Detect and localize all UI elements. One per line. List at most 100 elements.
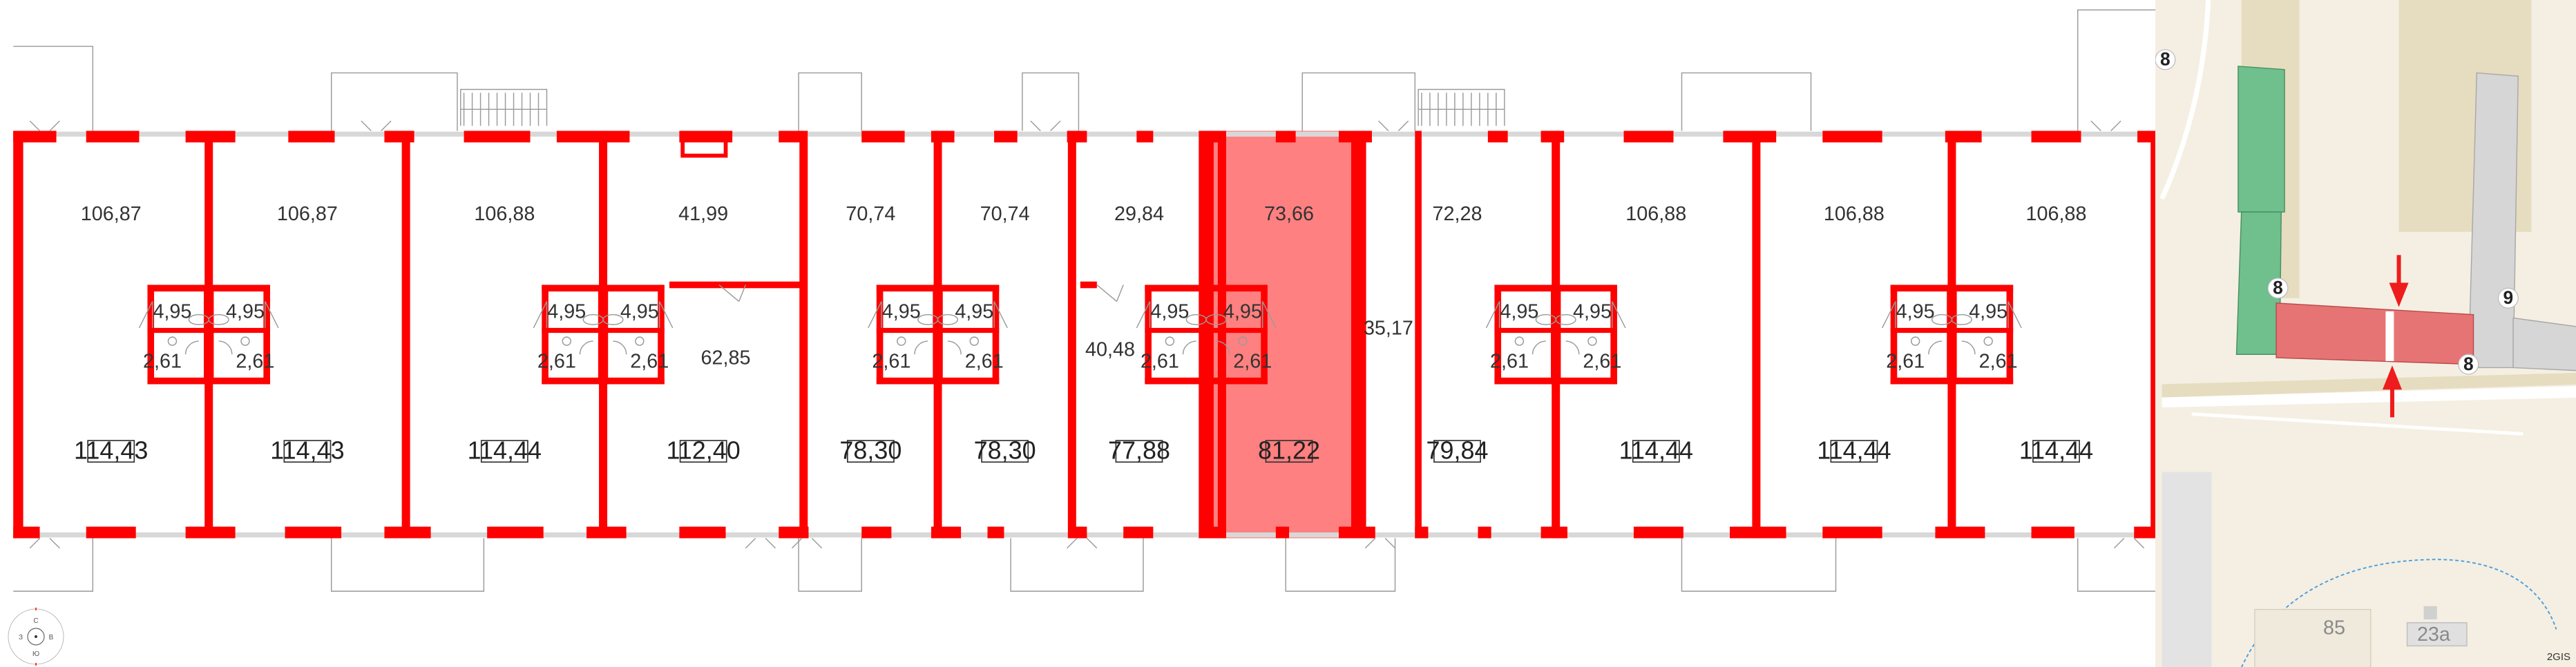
bath-area-label: 4,95 xyxy=(955,301,993,323)
plan-outline-right-lower xyxy=(2077,538,2155,592)
bath-block-side-wall xyxy=(1494,284,1502,385)
wc-area-label: 2,61 xyxy=(1233,350,1272,372)
room-area-label: 106,88 xyxy=(1625,203,1686,225)
exterior-wall-pier xyxy=(1822,526,1882,539)
facade-door-swing xyxy=(2113,538,2145,549)
exterior-wall-pier xyxy=(288,130,335,143)
wc-fixture xyxy=(240,336,250,346)
corridor-area-label: 35,17 xyxy=(1364,317,1413,339)
map-block-label: 85 xyxy=(2323,617,2345,639)
partition-wall xyxy=(669,281,802,289)
map-block xyxy=(2162,472,2212,667)
floor-plan-layer: 4,95 4,95 2,61 2,61 4,95 4,95 2,61 2,61 4,95 4,95… xyxy=(13,9,2155,592)
unit-divider-wall xyxy=(401,130,410,539)
entrance-arrow-top xyxy=(2389,255,2409,307)
map-brand-logo: 2GIS xyxy=(2546,651,2570,663)
wc-fixture xyxy=(167,336,178,346)
room-area-label: 106,88 xyxy=(474,203,535,225)
exterior-wall-pier xyxy=(987,526,1004,539)
room-area-label: 106,87 xyxy=(81,203,142,225)
exterior-wall-pier xyxy=(86,130,140,143)
wc-area-label: 2,61 xyxy=(1141,350,1179,372)
bath-area-label: 4,95 xyxy=(547,301,586,323)
exterior-wall-pier xyxy=(1275,526,1290,539)
unit-total-label: 114,44 xyxy=(468,436,542,464)
plan-outline-porch-lower xyxy=(1681,538,1837,592)
compass-west-label: З xyxy=(19,634,23,641)
compass-center-dot xyxy=(35,635,37,638)
door-swing xyxy=(184,340,233,355)
map-building-small xyxy=(2423,606,2437,620)
map-road-edge xyxy=(2162,373,2576,398)
house-number-label: 8 xyxy=(2160,49,2170,70)
unit-total-box xyxy=(2032,440,2080,463)
plan-outline-porch-upper xyxy=(1301,72,1416,131)
facade-door-swing xyxy=(361,120,392,131)
door-swing xyxy=(1096,284,1124,302)
selected-unit-side-wall xyxy=(1217,130,1226,539)
plan-outline-porch-lower xyxy=(330,538,485,592)
unit-total-box xyxy=(87,440,135,463)
wc-area-label: 2,61 xyxy=(1490,350,1529,372)
plan-outline-left-lower xyxy=(13,538,94,592)
bath-block-side-wall xyxy=(542,284,548,385)
map-block xyxy=(2254,608,2372,667)
room-area-label: 70,74 xyxy=(980,203,1030,225)
unit-total-box xyxy=(1115,440,1163,463)
wc-area-label: 2,61 xyxy=(965,350,1004,372)
house-number-label: 8 xyxy=(2463,354,2474,374)
wc-area-label: 2,61 xyxy=(872,350,910,372)
exterior-wall-pier xyxy=(1935,526,1985,539)
unit-total-box xyxy=(679,440,727,463)
unit-divider-wall xyxy=(799,130,808,539)
wc-fixture xyxy=(1910,336,1920,346)
bath-area-label: 4,95 xyxy=(1500,301,1538,323)
wc-area-label: 2,61 xyxy=(1979,350,2018,372)
compass-rose: С В Ю З xyxy=(8,608,64,666)
compass-north-label: С xyxy=(33,617,38,625)
room-area-label: 106,87 xyxy=(277,203,338,225)
exterior-wall-pier xyxy=(1123,526,1154,539)
facade-door-swing xyxy=(791,538,823,549)
bath-block-side-wall xyxy=(1890,284,1898,385)
end-wall xyxy=(13,130,23,539)
door-swing xyxy=(1928,340,1976,355)
unit-total-box xyxy=(1830,440,1878,463)
exterior-wall-pier xyxy=(86,526,136,539)
exterior-wall-pier xyxy=(1275,130,1296,143)
room-area-label: 106,88 xyxy=(2026,203,2087,225)
wc-fixture xyxy=(1238,336,1248,346)
bath-area-label: 4,95 xyxy=(620,301,659,323)
wc-fixture xyxy=(635,336,645,346)
exterior-wall-pier xyxy=(861,130,905,143)
wc-fixture xyxy=(1983,336,1993,346)
hall-area-label: 62,85 xyxy=(701,347,751,369)
plan-outline-porch-upper xyxy=(1681,72,1812,131)
map-building-small xyxy=(2406,622,2468,647)
bathtub-fixture xyxy=(602,313,624,325)
plan-outline-porch-upper xyxy=(798,72,862,131)
exterior-wall-pier xyxy=(861,526,892,539)
bath-block-side-wall xyxy=(658,284,665,385)
bath-block-center-wall xyxy=(1201,284,1212,385)
bathtub-fixture xyxy=(1951,313,1972,325)
bath-area-label: 4,95 xyxy=(1573,301,1612,323)
bath-block-outline xyxy=(1136,301,1151,329)
map-building-gray xyxy=(2468,72,2519,369)
stair-outline xyxy=(1418,88,1505,126)
bath-block-center-wall xyxy=(1947,284,1957,385)
bath-block-side-wall xyxy=(1610,284,1617,385)
exterior-wall-pier xyxy=(2031,130,2081,143)
unit-total-label: 114,43 xyxy=(270,436,344,464)
corridor-wall xyxy=(1415,130,1422,539)
exterior-wall-pier xyxy=(1822,130,1882,143)
facade-door-swing xyxy=(1030,120,1061,131)
unit-total-box xyxy=(846,440,895,463)
floor-plan-drawing: 4,95 4,95 2,61 2,61 4,95 4,95 2,61 2,61 4,95 4,95… xyxy=(13,9,2155,592)
unit-total-label: 79,84 xyxy=(1426,436,1488,464)
bath-area-label: 4,95 xyxy=(1150,301,1189,323)
bath-area-label: 4,95 xyxy=(1896,301,1935,323)
exterior-wall-pier xyxy=(679,526,726,539)
